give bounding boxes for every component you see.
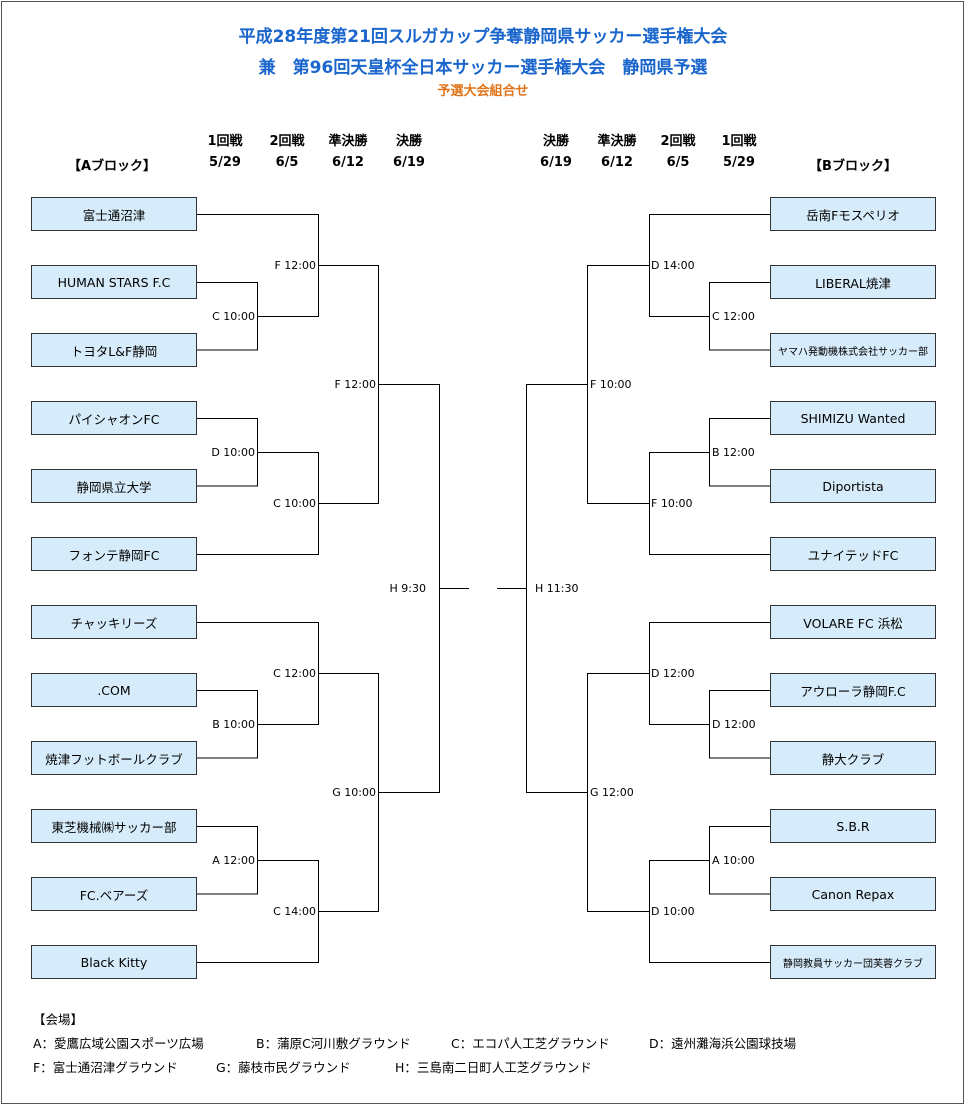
match-b-sf-2: G 12:00 [590, 786, 634, 799]
venue-b: B：蒲原C河川敷グラウンド [256, 1036, 411, 1051]
team-a-11: FC.ベアーズ [31, 877, 197, 911]
round-date-a-3: 6/12 [332, 155, 364, 170]
round-header-a-3: 準決勝 [328, 134, 368, 149]
match-b-r1-3: D 12:00 [712, 718, 756, 731]
round-date-b-3: 6/5 [666, 155, 690, 170]
match-b-r1-2: B 12:00 [712, 446, 755, 459]
team-a-6: フォンテ静岡FC [31, 537, 197, 571]
match-b-r1-4: A 10:00 [712, 854, 755, 867]
round-date-a-4: 6/19 [393, 155, 425, 170]
match-a-r1-2: D 10:00 [211, 446, 255, 459]
team-a-10: 東芝機械㈱サッカー部 [31, 809, 197, 843]
round-date-b-2: 6/12 [601, 155, 633, 170]
team-a-4: パイシャオンFC [31, 401, 197, 435]
team-a-3: トヨタL&F静岡 [31, 333, 197, 367]
round-date-a-2: 6/5 [275, 155, 299, 170]
round-header-b-4: 1回戦 [721, 134, 757, 149]
team-b-10: S.B.R [770, 809, 936, 843]
round-header-a-4: 決勝 [395, 134, 422, 149]
venue-a: A：愛鷹広域公園スポーツ広場 [33, 1036, 204, 1051]
venue-h: H：三島南二日町人工芝グラウンド [395, 1060, 592, 1075]
title-line-2: 兼 第96回天皇杯全日本サッカー選手権大会 静岡県予選 [258, 58, 708, 78]
match-b-r2-1: D 14:00 [651, 259, 695, 272]
team-b-5: Diportista [770, 469, 936, 503]
round-header-b-3: 2回戦 [660, 134, 696, 149]
match-b-r2-3: D 12:00 [651, 667, 695, 680]
venue-d: D：遠州灘海浜公園球技場 [649, 1036, 797, 1051]
match-b-r2-4: D 10:00 [651, 905, 695, 918]
round-header-a-1: 1回戦 [207, 134, 243, 149]
match-b-final: H 11:30 [535, 582, 579, 595]
round-header-a-2: 2回戦 [269, 134, 305, 149]
match-a-r1-3: B 10:00 [212, 718, 255, 731]
team-b-11: Canon Repax [770, 877, 936, 911]
round-header-b-2: 準決勝 [597, 134, 637, 149]
block-b-label: 【Bブロック】 [809, 159, 897, 174]
team-a-7: チャッキリーズ [31, 605, 197, 639]
match-a-r2-4: C 14:00 [273, 905, 316, 918]
round-date-a-1: 5/29 [209, 155, 241, 170]
match-a-r1-1: C 10:00 [212, 310, 255, 323]
title-line-1: 平成28年度第21回スルガカップ争奪静岡県サッカー選手権大会 [238, 27, 728, 47]
match-a-r1-4: A 12:00 [212, 854, 255, 867]
block-a-label: 【Aブロック】 [67, 159, 157, 174]
team-b-1: 岳南Fモスペリオ [770, 197, 936, 231]
match-a-r2-3: C 12:00 [273, 667, 316, 680]
team-b-6: ユナイテッドFC [770, 537, 936, 571]
match-a-sf-1: F 12:00 [334, 378, 376, 391]
team-a-1: 富士通沼津 [31, 197, 197, 231]
venues-title: 【会場】 [33, 1012, 84, 1027]
match-a-r2-1: F 12:00 [274, 259, 316, 272]
team-b-12: 静岡教員サッカー団芙蓉クラブ [770, 945, 936, 979]
venue-f: F：富士通沼津グラウンド [33, 1060, 178, 1075]
match-a-final: H 9:30 [389, 582, 426, 595]
team-b-2: LIBERAL焼津 [770, 265, 936, 299]
team-b-3: ヤマハ発動機株式会社サッカー部 [770, 333, 936, 367]
venue-g: G：藤枝市民グラウンド [216, 1060, 351, 1075]
team-b-7: VOLARE FC 浜松 [770, 605, 936, 639]
team-b-9: 静大クラブ [770, 741, 936, 775]
team-b-8: アウローラ静岡F.C [770, 673, 936, 707]
team-b-4: SHIMIZU Wanted [770, 401, 936, 435]
team-a-2: HUMAN STARS F.C [31, 265, 197, 299]
match-a-sf-2: G 10:00 [332, 786, 376, 799]
round-date-b-1: 6/19 [540, 155, 572, 170]
team-a-12: Black Kitty [31, 945, 197, 979]
team-a-5: 静岡県立大学 [31, 469, 197, 503]
team-a-9: 焼津フットボールクラブ [31, 741, 197, 775]
round-header-b-1: 決勝 [542, 134, 569, 149]
match-a-r2-2: C 10:00 [273, 497, 316, 510]
team-a-8: .COM [31, 673, 197, 707]
round-date-b-4: 5/29 [723, 155, 755, 170]
venue-c: C：エコパ人工芝グラウンド [451, 1036, 610, 1051]
match-b-r2-2: F 10:00 [651, 497, 693, 510]
match-b-r1-1: C 12:00 [712, 310, 755, 323]
match-b-sf-1: F 10:00 [590, 378, 632, 391]
subtitle: 予選大会組合せ [437, 84, 529, 99]
